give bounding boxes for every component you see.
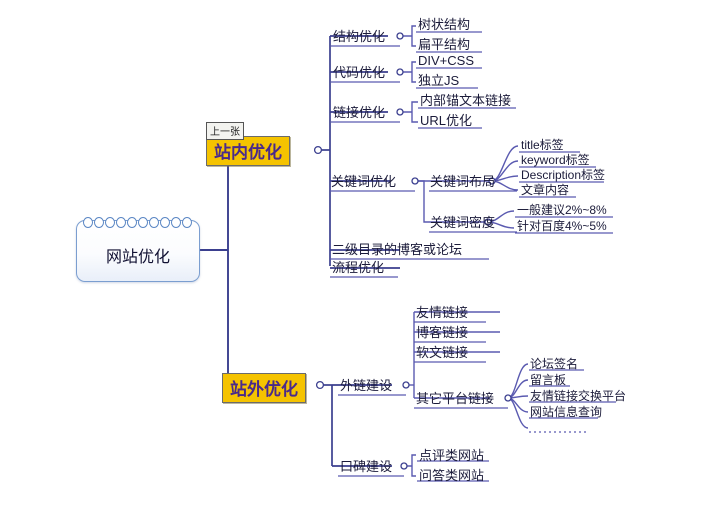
node-link-optimization[interactable]: 链接优化 [333,105,386,120]
node-code-optimization[interactable]: 代码优化 [333,65,386,80]
label-underlines [330,31,616,482]
node-structure-optimization[interactable]: 结构优化 [333,29,386,44]
node-other-platform-links[interactable]: 其它平台链接 [416,391,495,406]
leaf-article-content[interactable]: 文章内容 [521,183,570,197]
leaf-forum-signature[interactable]: 论坛签名 [530,357,579,371]
leaf-blog-link[interactable]: 博客链接 [416,325,469,340]
node-keyword-layout[interactable]: 关键词布局 [430,174,496,189]
node-reputation-building[interactable]: 口碑建设 [340,459,393,474]
node-keyword-density[interactable]: 关键词密度 [430,215,496,230]
center-node-label: 网站优化 [105,249,170,266]
leaf-message-board[interactable]: 留言板 [530,373,567,387]
leaf-flat-structure[interactable]: 扁平结构 [418,37,471,52]
node-external-link-building[interactable]: 外链建设 [340,378,393,393]
tooltip-previous-image: 上一张 [206,122,244,140]
leaf-qa-sites[interactable]: 问答类网站 [419,468,485,483]
leaf-url-optimization[interactable]: URL优化 [420,113,473,128]
leaf-link-exchange-platform[interactable]: 友情链接交换平台 [530,389,627,403]
leaf-independent-js[interactable]: 独立JS [418,73,460,88]
onsite-leaf-connectors [400,25,418,123]
leaf-website-info-query[interactable]: 网站信息查询 [530,405,603,419]
branch-node-offsite[interactable]: 站外优化 [222,373,306,403]
leaf-keyword-tag[interactable]: keyword标签 [521,153,590,167]
leaf-tree-structure[interactable]: 树状结构 [418,17,471,32]
spiral-binding-icon [83,217,193,228]
leaf-friendly-link[interactable]: 友情链接 [416,305,469,320]
leaf-div-css[interactable]: DIV+CSS [418,53,474,68]
leaf-general-suggestion-density[interactable]: 一般建议2%~8% [517,203,607,217]
leaf-baidu-density[interactable]: 针对百度4%~5% [517,219,607,233]
leaf-title-tag[interactable]: title标签 [521,138,564,152]
node-process-optimization[interactable]: 流程优化 [332,260,385,275]
node-junction-dots [313,32,512,470]
offsite-branch-lines [320,384,392,467]
trunk-lines [198,149,246,386]
leaf-description-tag[interactable]: Description标签 [521,168,606,182]
reputation-child-connectors [404,454,416,477]
leaf-soft-article-link[interactable]: 软文链接 [416,345,469,360]
node-secondary-directory-blog-forum[interactable]: 二级目录的博客或论坛 [332,242,463,257]
leaf-internal-anchor-text-link[interactable]: 内部锚文本链接 [420,93,512,108]
leaf-review-sites[interactable]: 点评类网站 [419,448,485,463]
branch-node-onsite[interactable]: 站内优化 [206,136,290,166]
center-node[interactable]: 网站优化 [76,217,200,282]
node-keyword-optimization[interactable]: 关键词优化 [331,174,397,189]
